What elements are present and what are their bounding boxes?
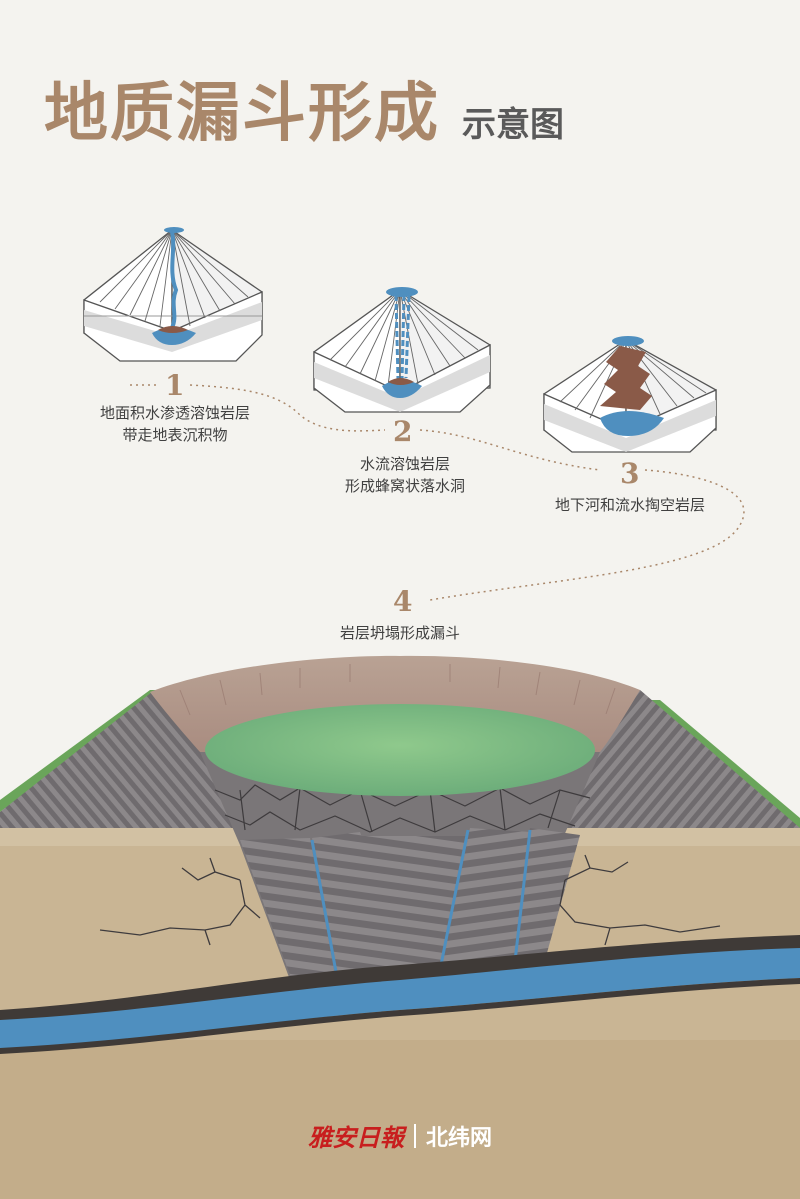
step-1-number: 1 (165, 369, 185, 402)
step-2-caption-line1: 水流溶蚀岩层 (359, 455, 450, 473)
title-sub: 示意图 (462, 105, 564, 145)
step-3-caption-line1: 地下河和流水掏空岩层 (554, 496, 705, 514)
step-1-caption-line1: 地面积水渗透溶蚀岩层 (99, 404, 250, 422)
step-4-caption-line1: 岩层坍塌形成漏斗 (339, 624, 460, 642)
step-2-number: 2 (393, 415, 413, 448)
step-connector (130, 384, 745, 601)
footer-brand: 雅安日報 北纬网 (0, 1118, 800, 1153)
page-title: 地质漏斗形成 示意图 (44, 82, 564, 146)
step-1-caption-line2: 带走地表沉积物 (122, 426, 228, 444)
step-3-number: 3 (620, 457, 640, 490)
step-2-caption-line2: 形成蜂窝状落水洞 (344, 477, 465, 495)
sinkhole-scene (0, 655, 800, 1199)
brand-separator (413, 1123, 416, 1148)
block-3 (543, 336, 717, 453)
title-main: 地质漏斗形成 (44, 76, 440, 151)
block-2 (313, 287, 491, 413)
step-4-number: 4 (393, 585, 413, 618)
brand-logo-yaan: 雅安日報 (307, 1123, 404, 1152)
brand-beiwei: 北纬网 (425, 1125, 492, 1151)
block-1 (83, 227, 263, 362)
